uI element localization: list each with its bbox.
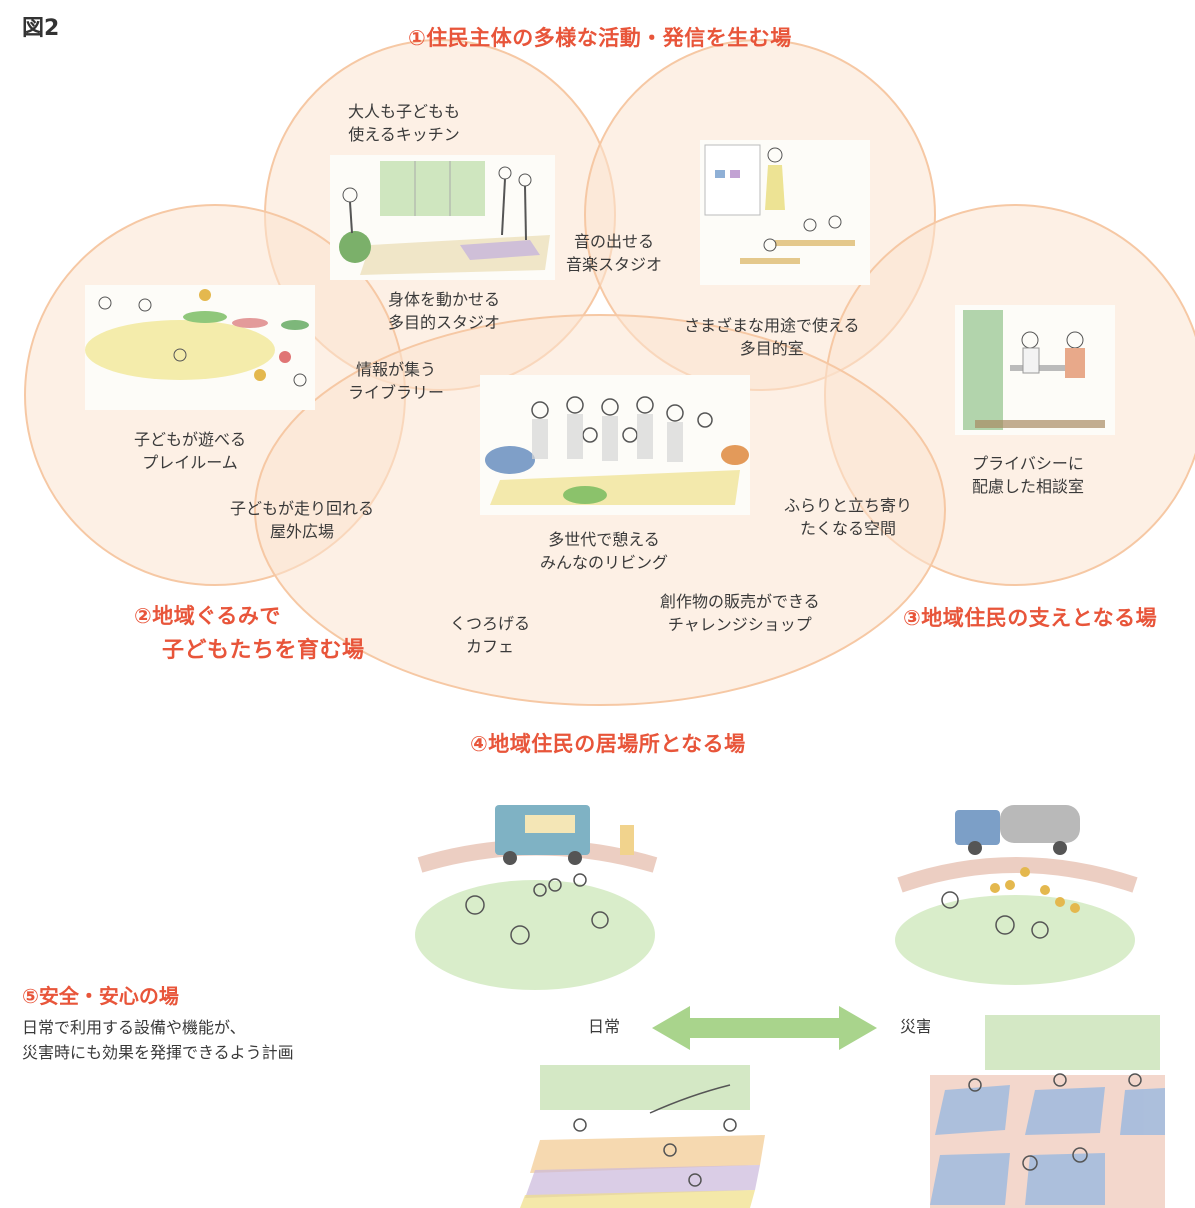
space-label-cafe: くつろげる カフェ <box>450 612 530 658</box>
space-label-exercise-studio-line2: 多目的スタジオ <box>388 313 501 332</box>
space-label-outdoor-plaza-line1: 子どもが走り回れる <box>230 499 375 518</box>
space-label-outdoor-plaza-line2: 屋外広場 <box>270 522 335 541</box>
multipurpose-room-illustration <box>700 140 870 285</box>
space-label-consultation: プライバシーに 配慮した相談室 <box>972 452 1084 498</box>
space-label-multipurpose-room: さまざまな用途で使える 多目的室 <box>684 314 860 360</box>
everyday-plaza-illustration <box>415 790 660 990</box>
figure-label: 図2 <box>22 16 60 41</box>
space-label-drop-in-line2: たくなる空間 <box>800 519 897 538</box>
space-label-playroom: 子どもが遊べる プレイルーム <box>134 428 246 474</box>
space-label-living-line1: 多世代で憩える <box>548 530 660 549</box>
safety-description: 日常で利用する設備や機能が、 災害時にも効果を発揮できるよう計画 <box>22 1015 294 1065</box>
space-label-consultation-line2: 配慮した相談室 <box>972 477 1085 496</box>
space-label-cafe-line2: カフェ <box>466 637 515 656</box>
safety-description-line1: 日常で利用する設備や機能が、 <box>22 1018 246 1037</box>
zone1-title: ①住民主体の多様な活動・発信を生む場 <box>408 26 792 50</box>
space-label-kitchen: 大人も子どもも 使えるキッチン <box>348 100 460 146</box>
double-arrow-icon <box>652 1006 877 1050</box>
everyday-studio-illustration <box>520 1065 770 1208</box>
space-label-outdoor-plaza: 子どもが走り回れる 屋外広場 <box>230 497 374 543</box>
space-label-shop: 創作物の販売ができる チャレンジショップ <box>660 590 820 636</box>
space-label-library: 情報が集う ライブラリー <box>348 358 444 404</box>
space-label-consultation-line1: プライバシーに <box>972 454 1084 473</box>
zone2-title-line1: ②地域ぐるみで <box>134 604 281 628</box>
space-label-library-line1: 情報が集う <box>356 360 437 379</box>
zone3-title: ③地域住民の支えとなる場 <box>903 606 1158 630</box>
space-label-cafe-line1: くつろげる <box>450 614 531 633</box>
space-label-shop-line2: チャレンジショップ <box>667 615 812 634</box>
everyday-label: 日常 <box>588 1017 621 1036</box>
space-label-exercise-studio: 身体を動かせる 多目的スタジオ <box>388 288 500 334</box>
living-room-illustration <box>480 375 750 515</box>
space-label-kitchen-line2: 使えるキッチン <box>348 125 460 144</box>
safety-title: ⑤安全・安心の場 <box>22 984 179 1008</box>
space-label-playroom-line2: プレイルーム <box>142 453 238 472</box>
space-label-kitchen-line1: 大人も子どもも <box>348 102 461 121</box>
space-label-music-studio: 音の出せる 音楽スタジオ <box>566 230 662 276</box>
disaster-shelter-illustration <box>930 1015 1165 1208</box>
zone2-title-line2: 子どもたちを育む場 <box>162 638 365 663</box>
safety-description-line2: 災害時にも効果を発揮できるよう計画 <box>22 1043 294 1062</box>
playroom-illustration <box>85 285 315 410</box>
consultation-room-illustration <box>955 305 1115 435</box>
everyday-disaster-arrow <box>652 1003 877 1053</box>
space-label-shop-line1: 創作物の販売ができる <box>660 592 820 611</box>
space-label-multipurpose-room-line2: 多目的室 <box>739 339 804 358</box>
space-label-living-line2: みんなのリビング <box>540 553 669 572</box>
space-label-drop-in: ふらりと立ち寄り たくなる空間 <box>784 494 912 540</box>
space-label-playroom-line1: 子どもが遊べる <box>134 430 247 449</box>
disaster-plaza-illustration <box>895 790 1140 985</box>
zone4-title: ④地域住民の居場所となる場 <box>470 732 746 756</box>
space-label-living: 多世代で憩える みんなのリビング <box>540 528 668 574</box>
exercise-studio-illustration <box>330 155 555 280</box>
space-label-library-line2: ライブラリー <box>348 383 445 402</box>
space-label-multipurpose-room-line1: さまざまな用途で使える <box>684 316 860 335</box>
space-label-drop-in-line1: ふらりと立ち寄り <box>784 496 913 515</box>
space-label-exercise-studio-line1: 身体を動かせる <box>388 290 501 309</box>
space-label-music-studio-line1: 音の出せる <box>574 232 655 251</box>
space-label-music-studio-line2: 音楽スタジオ <box>566 255 663 274</box>
